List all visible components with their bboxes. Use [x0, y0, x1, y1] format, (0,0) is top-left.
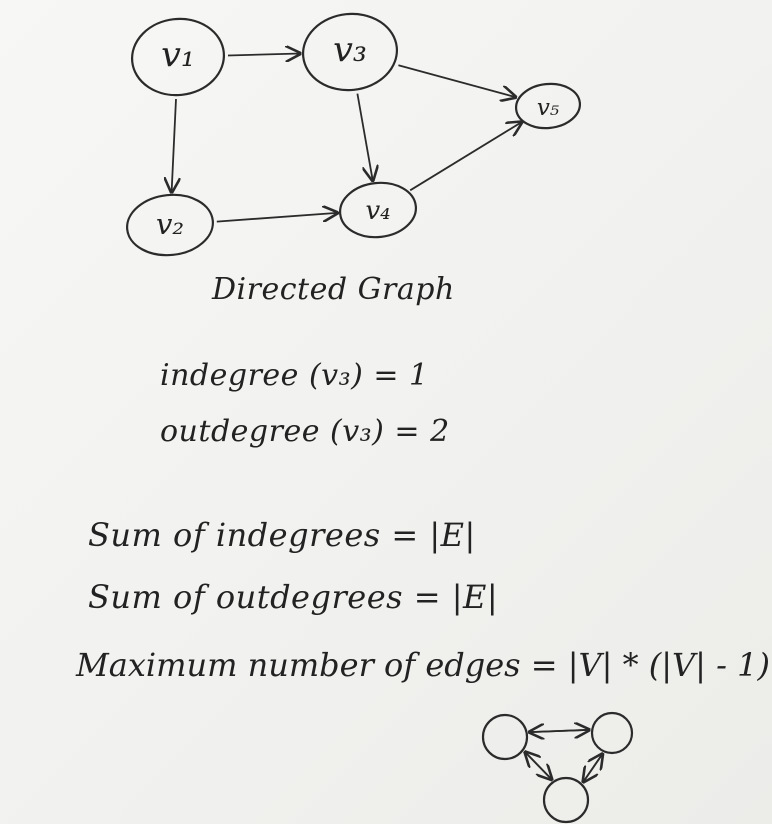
node-v5: v₅ — [514, 82, 582, 130]
node-v1: v₁ — [130, 17, 226, 97]
edge-v3-v4 — [356, 93, 372, 181]
edge-v1-v3 — [227, 54, 300, 56]
node-v2: v₂ — [126, 193, 214, 257]
sum-indegrees-equation: Sum of indegrees = |E| — [88, 516, 476, 554]
mini-edge-2-0 — [525, 752, 553, 781]
node-v4-label: v₄ — [365, 196, 390, 226]
mini-node-0 — [481, 713, 529, 761]
edge-v1-v2 — [172, 98, 176, 192]
mini-node-1 — [590, 711, 634, 755]
indegree-v3-equation: indegree (v₃) = 1 — [160, 358, 429, 393]
graph-edges — [172, 54, 522, 223]
mini-edge-1-0 — [530, 730, 590, 732]
diagram-title: Directed Graph — [212, 272, 455, 307]
node-v4: v₄ — [339, 181, 417, 239]
mini-complete-digraph — [481, 711, 634, 824]
sum-outdegrees-equation: Sum of outdegrees = |E| — [88, 578, 499, 616]
graph-nodes: v₁ v₂ v₃ v₄ v₅ — [126, 12, 582, 257]
max-edges-equation: Maximum number of edges = |V| * (|V| - 1… — [76, 646, 770, 684]
node-v2-label: v₂ — [156, 207, 184, 241]
node-v3-label: v₃ — [333, 30, 367, 70]
node-v3: v₃ — [301, 12, 399, 92]
edge-v3-v5 — [398, 64, 515, 97]
node-v1-label: v₁ — [161, 35, 195, 75]
mini-node-2 — [542, 776, 590, 824]
edge-v4-v5 — [409, 122, 521, 192]
node-v5-label: v₅ — [537, 95, 559, 121]
mini-edge-2-1 — [582, 754, 602, 784]
outdegree-v3-equation: outdegree (v₃) = 2 — [160, 414, 450, 449]
edge-v2-v4 — [216, 213, 337, 223]
